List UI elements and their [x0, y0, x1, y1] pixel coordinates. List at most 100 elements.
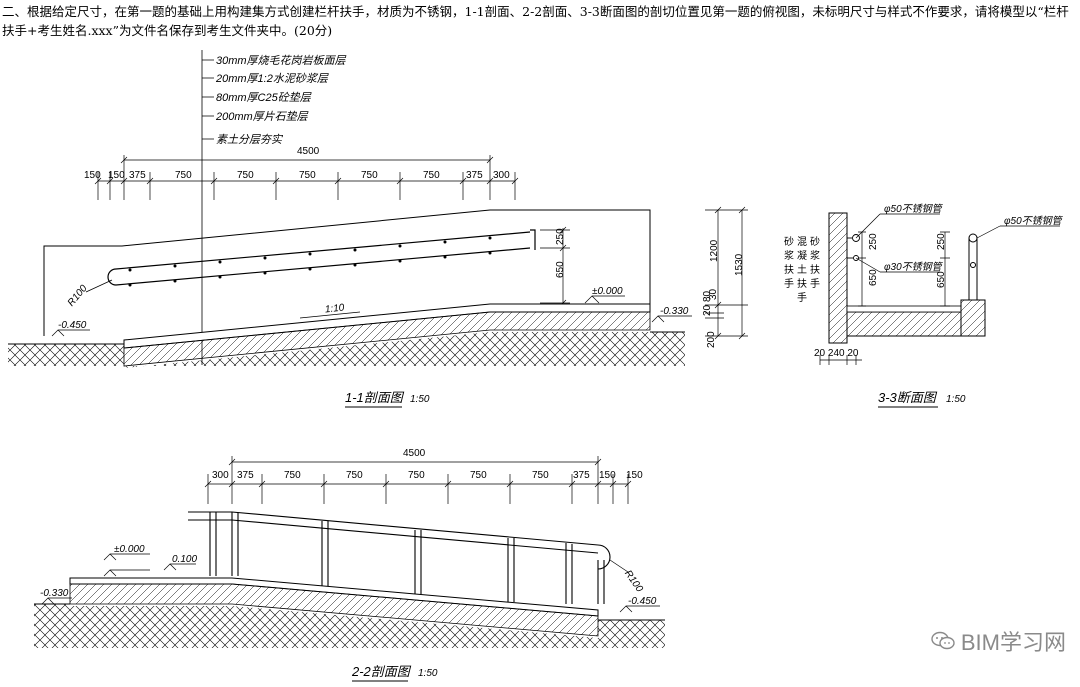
railing-2-2 — [188, 511, 611, 604]
right-dim: 1200 — [709, 239, 720, 262]
wall-handrail — [847, 234, 860, 261]
section-title: 1-1剖面图 — [345, 390, 405, 405]
dim-label: 250 — [936, 233, 947, 250]
side-text: 浆 — [810, 249, 820, 262]
layer-label: 80mm厚C25砼垫层 — [216, 91, 312, 104]
layer-label: 200mm厚片石垫层 — [215, 110, 309, 123]
level-marks-2 — [41, 553, 660, 613]
section-title: 2-2剖面图 — [351, 664, 412, 679]
question-text: 二、根据给定尺寸，在第一题的基础上用构建集方式创建栏杆扶手，材质为不锈钢，1-1… — [2, 4, 1069, 38]
dim-label: 750 — [299, 170, 316, 181]
right-dim: 1530 — [734, 253, 745, 276]
pipe-label: φ50不锈钢管 — [884, 203, 944, 215]
dim-label: 150 — [599, 470, 616, 481]
wall-section — [828, 212, 848, 344]
handrail — [107, 229, 536, 286]
level-top: ±0.000 — [592, 286, 623, 297]
curb-section — [960, 299, 986, 337]
wechat-icon — [931, 631, 955, 650]
right-dimension-chain — [705, 206, 748, 340]
section-3-3: φ50不锈钢管 φ30不锈钢管 φ50不锈钢管 250 650 250 650 … — [784, 203, 1064, 408]
side-text: 土 — [797, 263, 807, 276]
dim-label: 300 — [493, 170, 510, 181]
side-text: 混 — [797, 236, 807, 248]
dim-label: 150 — [84, 170, 101, 181]
ground-soil-2b — [598, 620, 665, 648]
side-text: 砂 — [810, 235, 820, 248]
level-top: ±0.000 — [114, 544, 145, 555]
dim-label: 300 — [212, 470, 229, 481]
dim-label: 650 — [936, 271, 947, 288]
dim-label: 750 — [175, 170, 192, 181]
ground-soil — [8, 332, 685, 368]
level-mid: 0.100 — [172, 554, 197, 565]
watermark-text: BIM学习网 — [960, 630, 1066, 655]
radius-label: R100 — [622, 568, 645, 594]
watermark: BIM学习网 — [931, 625, 1066, 657]
radius-label: R100 — [66, 283, 90, 309]
side-text: 扶 — [784, 263, 794, 276]
pipe-label: φ30不锈钢管 — [884, 261, 944, 273]
right-dim: 80 — [702, 290, 713, 302]
side-text: 浆 — [784, 249, 794, 262]
dim-label: 375 — [237, 470, 254, 481]
side-text: 手 — [797, 291, 807, 304]
section-title: 3-3断面图 — [878, 390, 938, 405]
dim-label: 750 — [470, 470, 487, 481]
layer-labels: 30mm厚烧毛花岗岩板面层 20mm厚1:2水泥砂浆层 80mm厚C25砼垫层 … — [202, 54, 347, 146]
top-dimension-chain-2 — [204, 456, 632, 504]
slab-section — [846, 311, 962, 337]
wall-outline — [43, 209, 651, 336]
rail-height-dim: 650 — [555, 261, 566, 278]
dim-label: 375 — [129, 170, 146, 181]
dim-label: 150 — [108, 170, 125, 181]
side-text: 手 — [784, 277, 794, 290]
layer-label: 素土分层夯实 — [216, 133, 284, 146]
section-scale: 1:50 — [418, 668, 438, 679]
dim-label: 750 — [346, 470, 363, 481]
level-right: -0.330 — [660, 306, 689, 317]
level-left: -0.330 — [40, 588, 69, 599]
top-dimension-chain — [94, 155, 519, 200]
slope-label: 1:10 — [324, 302, 345, 315]
dims-3-3 — [819, 213, 1060, 365]
dim-label: 750 — [408, 470, 425, 481]
side-text: 扶 — [797, 277, 807, 290]
ground-soil-2 — [34, 604, 598, 648]
dim-label: 750 — [532, 470, 549, 481]
right-dim: 200 — [706, 331, 717, 348]
slab-top — [846, 305, 962, 313]
dim-label: 375 — [573, 470, 590, 481]
dim-label: 750 — [423, 170, 440, 181]
side-text: 手 — [810, 277, 820, 290]
dim-label: 375 — [466, 170, 483, 181]
section-scale: 1:50 — [410, 394, 430, 405]
dim-label: 250 — [868, 233, 879, 250]
rail-posts — [128, 236, 492, 287]
layer-label: 20mm厚1:2水泥砂浆层 — [215, 72, 329, 85]
right-dim: 20 — [702, 304, 713, 316]
right-dim: 30 — [708, 288, 719, 300]
rail-gap-dim: 250 — [555, 228, 566, 245]
pipe-label: φ50不锈钢管 — [1004, 215, 1064, 227]
section-scale: 1:50 — [946, 394, 966, 405]
total-dim: 4500 — [297, 146, 320, 157]
section-1-1: 30mm厚烧毛花岗岩板面层 20mm厚1:2水泥砂浆层 80mm厚C25砼垫层 … — [8, 50, 748, 408]
bottom-dims: 20 240 20 — [814, 348, 859, 359]
layer-label: 30mm厚烧毛花岗岩板面层 — [216, 54, 347, 67]
dim-label: 750 — [237, 170, 254, 181]
dim-label: 150 — [626, 470, 643, 481]
curb-handrail — [968, 233, 978, 300]
side-text: 砂 — [784, 235, 794, 248]
section-2-2: 4500 300 375 750 750 750 750 750 375 150… — [34, 448, 665, 682]
dim-label: 750 — [284, 470, 301, 481]
side-text: 扶 — [810, 263, 820, 276]
rail-height-dims — [540, 226, 570, 307]
level-low: -0.450 — [58, 320, 87, 331]
dim-label: 650 — [868, 269, 879, 286]
level-marks — [51, 295, 692, 337]
dim-label: 750 — [361, 170, 378, 181]
level-right: -0.450 — [628, 596, 657, 607]
total-dim: 4500 — [403, 448, 426, 459]
